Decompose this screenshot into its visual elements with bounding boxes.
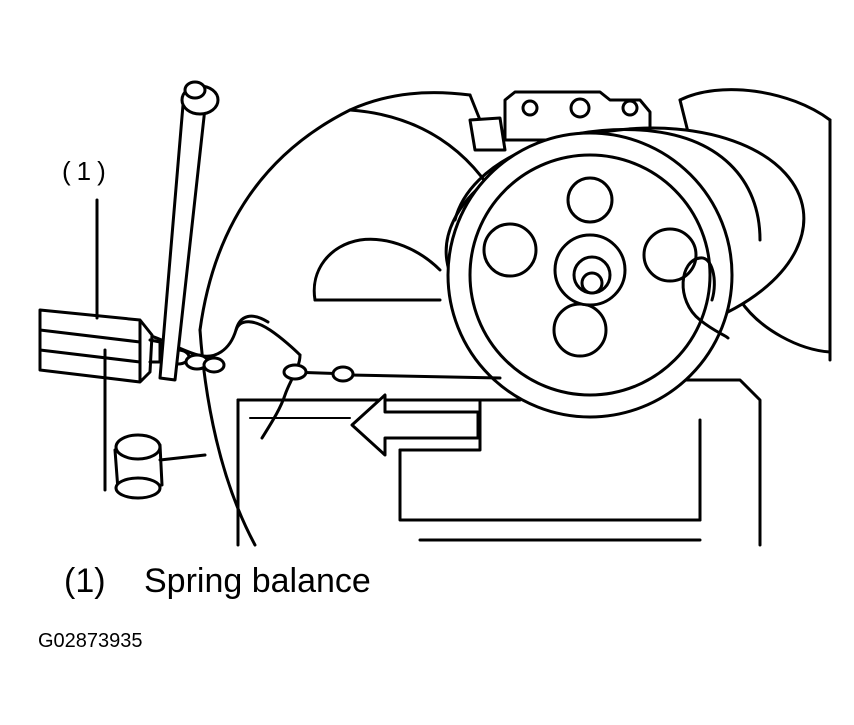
hook-chain [146,314,355,440]
bolt-rod [103,80,220,500]
legend-label: Spring balance [144,562,371,600]
engine-illustration [38,80,832,547]
belt-cord [348,256,730,380]
legend: (1) Spring balance [64,562,371,601]
spring-balance [38,308,162,384]
callout-label: (1) [62,156,112,186]
figure-id: G02873935 [38,630,143,652]
legend-number: (1) [64,562,106,600]
pump-bracket [468,90,652,152]
pulley [444,126,806,419]
pull-direction-arrow [350,393,480,457]
